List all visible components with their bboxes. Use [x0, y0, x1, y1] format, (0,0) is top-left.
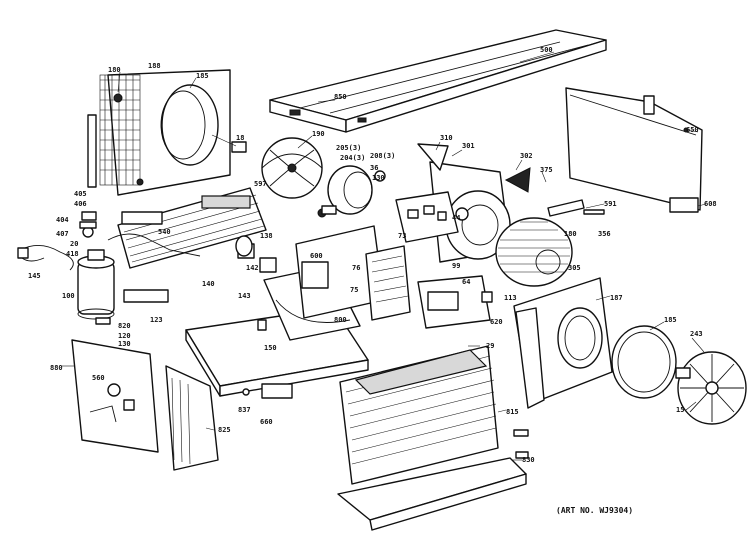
label-100: 100: [62, 292, 75, 300]
label-73: 73: [398, 232, 406, 240]
right-side-panel: [565, 87, 703, 213]
label-310: 310: [440, 134, 453, 142]
label-407: 407: [56, 230, 69, 238]
part-labels: 500 850 180 188 185 190 18 205(3) 204(3)…: [28, 46, 717, 464]
blower-wheel: [495, 217, 573, 287]
label-302: 302: [520, 152, 533, 160]
label-800: 800: [334, 316, 347, 324]
label-99: 99: [452, 262, 460, 270]
label-130: 130: [372, 174, 385, 182]
label-120: 120: [118, 332, 131, 340]
leader-lines: [62, 51, 707, 461]
label-418: 418: [66, 250, 79, 258]
condenser-coil: [117, 187, 267, 269]
label-145: 145: [28, 272, 41, 280]
label-75: 75: [350, 286, 358, 294]
label-560: 560: [92, 374, 105, 382]
compressor: [77, 249, 115, 320]
label-500: 500: [540, 46, 553, 54]
control-panel: [395, 191, 469, 243]
label-18: 18: [236, 134, 244, 142]
label-113: 113: [504, 294, 517, 302]
label-815: 815: [506, 408, 519, 416]
label-305: 305: [568, 264, 581, 272]
front-bulkhead: [513, 277, 613, 409]
label-825: 825: [218, 426, 231, 434]
label-404: 404: [56, 216, 69, 224]
condenser-fan-blade: [231, 137, 323, 199]
label-208: 208(3): [370, 152, 395, 160]
label-406: 406: [74, 200, 87, 208]
label-185b: 185: [664, 316, 677, 324]
side-curtain: [165, 365, 219, 471]
indoor-fan: [675, 351, 747, 425]
label-187: 187: [610, 294, 623, 302]
label-608: 608: [704, 200, 717, 208]
left-side-panel: [71, 339, 159, 453]
label-375: 375: [540, 166, 553, 174]
label-830: 830: [522, 456, 535, 464]
label-660: 660: [260, 418, 273, 426]
label-140: 140: [202, 280, 215, 288]
label-405: 405: [74, 190, 87, 198]
label-301: 301: [462, 142, 475, 150]
drain-tray: [337, 429, 529, 531]
label-600: 600: [310, 252, 323, 260]
label-243: 243: [690, 330, 703, 338]
label-880: 880: [50, 364, 63, 372]
label-837: 837: [238, 406, 251, 414]
electrical-box: [417, 275, 493, 329]
label-143: 143: [238, 292, 251, 300]
label-180b: 180: [564, 230, 577, 238]
refrigerant-tubing: [17, 211, 201, 271]
label-142: 142: [246, 264, 259, 272]
label-190: 190: [312, 130, 325, 138]
label-150: 150: [264, 344, 277, 352]
label-20: 20: [70, 240, 78, 248]
label-185: 185: [196, 72, 209, 80]
art-number-caption: (ART NO. WJ9304): [556, 506, 634, 515]
label-123: 123: [150, 316, 163, 324]
electric-heater: [365, 245, 411, 321]
label-205: 205(3): [336, 144, 361, 152]
top-cover: [269, 29, 607, 133]
label-820: 820: [118, 322, 131, 330]
label-138: 138: [260, 232, 273, 240]
label-76: 76: [352, 264, 360, 272]
label-29: 29: [486, 342, 494, 350]
label-36: 36: [370, 164, 378, 172]
label-356: 356: [598, 230, 611, 238]
label-204: 204(3): [340, 154, 365, 162]
evaporator-coil: [339, 345, 499, 485]
label-597: 597: [254, 180, 267, 188]
partition-panel: [259, 225, 385, 319]
label-591: 591: [604, 200, 617, 208]
small-parts: [95, 143, 605, 399]
label-540: 540: [158, 228, 171, 236]
label-850: 850: [334, 93, 347, 101]
label-188: 188: [148, 62, 161, 70]
rear-grille-shroud: [87, 69, 231, 196]
label-180: 180: [108, 66, 121, 74]
label-44: 44: [452, 214, 460, 222]
label-15: 15: [676, 406, 684, 414]
label-130b: 130: [118, 340, 131, 348]
orifice-ring: [611, 325, 677, 399]
label-64: 64: [462, 278, 470, 286]
label-620: 620: [490, 318, 503, 326]
label-650: 650: [686, 126, 699, 134]
